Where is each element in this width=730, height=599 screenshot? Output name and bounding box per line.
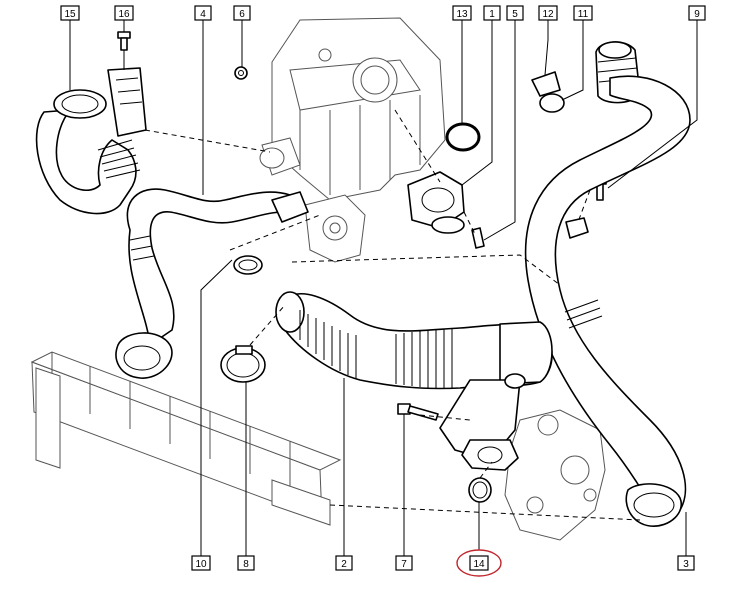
- callout-12: 12: [538, 5, 558, 21]
- callout-7: 7: [395, 555, 413, 571]
- svg-text:16: 16: [118, 9, 130, 20]
- highlight-ring: [456, 549, 502, 577]
- assembly-lines: [144, 109, 641, 521]
- callout-2: 2: [335, 555, 353, 571]
- svg-text:1: 1: [489, 9, 495, 20]
- callout-5: 5: [506, 5, 524, 21]
- svg-text:10: 10: [195, 559, 207, 570]
- svg-text:7: 7: [401, 559, 407, 570]
- leader-lines: [69, 20, 698, 556]
- hose-2: [275, 291, 553, 471]
- svg-text:8: 8: [243, 559, 249, 570]
- callout-4: 4: [194, 5, 212, 21]
- clamp-8: [220, 345, 266, 383]
- turbocharger: [304, 194, 366, 263]
- clamp-10: [233, 255, 263, 275]
- callout-3: 3: [677, 555, 695, 571]
- bolt-5: [471, 227, 485, 249]
- svg-text:2: 2: [341, 559, 347, 570]
- callout-10: 10: [191, 555, 211, 571]
- svg-text:5: 5: [512, 9, 518, 20]
- svg-text:12: 12: [542, 9, 554, 20]
- callout-13: 13: [452, 5, 472, 21]
- svg-text:13: 13: [456, 9, 468, 20]
- svg-text:3: 3: [683, 559, 689, 570]
- callout-15: 15: [60, 5, 80, 21]
- hose-4: [115, 188, 309, 379]
- oring-14: [468, 477, 492, 503]
- callout-9: 9: [688, 5, 706, 21]
- svg-text:14: 14: [473, 559, 485, 570]
- callout-6: 6: [233, 5, 251, 21]
- clip-6: [234, 66, 248, 80]
- callout-1: 1: [483, 5, 501, 21]
- clip-12: [531, 71, 565, 113]
- adapter-1: [407, 171, 465, 234]
- callout-14: 14: [469, 555, 489, 571]
- svg-text:4: 4: [200, 9, 206, 20]
- callout-8: 8: [237, 555, 255, 571]
- intercooler: [30, 351, 342, 526]
- bolt-16: [117, 31, 131, 51]
- svg-text:15: 15: [64, 9, 76, 20]
- svg-text:9: 9: [694, 9, 700, 20]
- hose-15: [35, 67, 147, 215]
- svg-text:6: 6: [239, 9, 245, 20]
- callout-11: 11: [573, 5, 593, 21]
- callout-16: 16: [114, 5, 134, 21]
- svg-text:11: 11: [578, 9, 589, 20]
- throttle-body: [504, 409, 606, 541]
- oring-13: [445, 122, 481, 152]
- air-filter-housing: [259, 17, 446, 201]
